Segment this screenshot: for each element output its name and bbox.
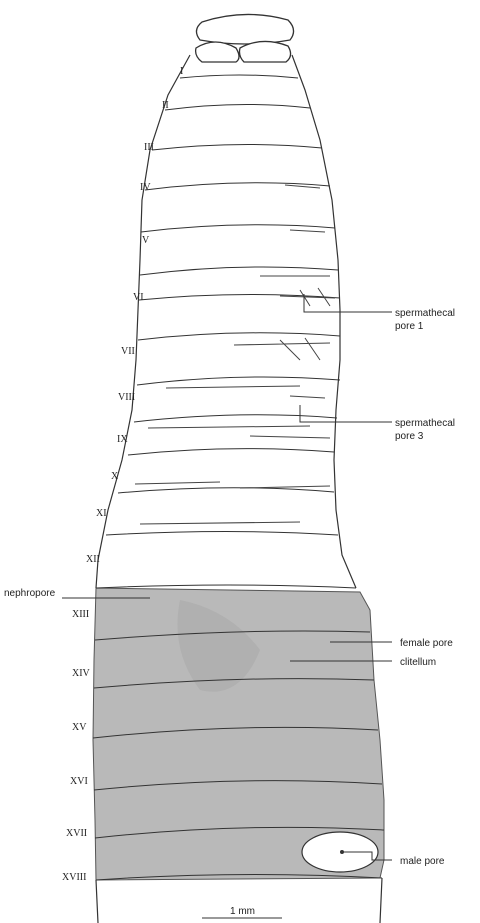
label-spermathecal-pore-3-line1: spermathecal bbox=[395, 418, 455, 429]
segment-label-xiv: XIV bbox=[72, 668, 91, 679]
body-outline-right bbox=[292, 55, 356, 588]
segment-label-v: V bbox=[142, 235, 150, 246]
segment-label-ii: II bbox=[162, 100, 169, 111]
segment-label-xvi: XVI bbox=[70, 776, 88, 787]
segment-label-i: I bbox=[180, 66, 183, 77]
segment-label-xii: XII bbox=[86, 554, 100, 565]
glandular-markings bbox=[135, 185, 335, 524]
prostomium bbox=[196, 14, 293, 44]
label-spermathecal-pore-1-line1: spermathecal bbox=[395, 308, 455, 319]
segment-label-iii: III bbox=[144, 142, 154, 153]
segment-label-viii: VIII bbox=[118, 392, 135, 403]
segment-label-vi: VI bbox=[133, 292, 144, 303]
label-nephropore: nephropore bbox=[4, 588, 56, 599]
segment-label-ix: IX bbox=[117, 434, 128, 445]
segment-label-x: X bbox=[111, 471, 119, 482]
segment-label-xiii: XIII bbox=[72, 609, 89, 620]
segment-label-xvii: XVII bbox=[66, 828, 87, 839]
scale-bar-label: 1 mm bbox=[230, 906, 255, 917]
label-female-pore: female pore bbox=[400, 638, 453, 649]
label-spermathecal-pore-3-line2: pore 3 bbox=[395, 431, 424, 442]
segment-label-iv: IV bbox=[140, 182, 151, 193]
label-spermathecal-pore-1-line2: pore 1 bbox=[395, 321, 424, 332]
segment-label-vii: VII bbox=[121, 346, 135, 357]
label-clitellum: clitellum bbox=[400, 657, 436, 668]
segment-label-xviii: XVIII bbox=[62, 872, 86, 883]
segment-label-xv: XV bbox=[72, 722, 87, 733]
body-outline-left bbox=[96, 55, 190, 588]
segment-label-xi: XI bbox=[96, 508, 107, 519]
label-male-pore: male pore bbox=[400, 856, 445, 867]
